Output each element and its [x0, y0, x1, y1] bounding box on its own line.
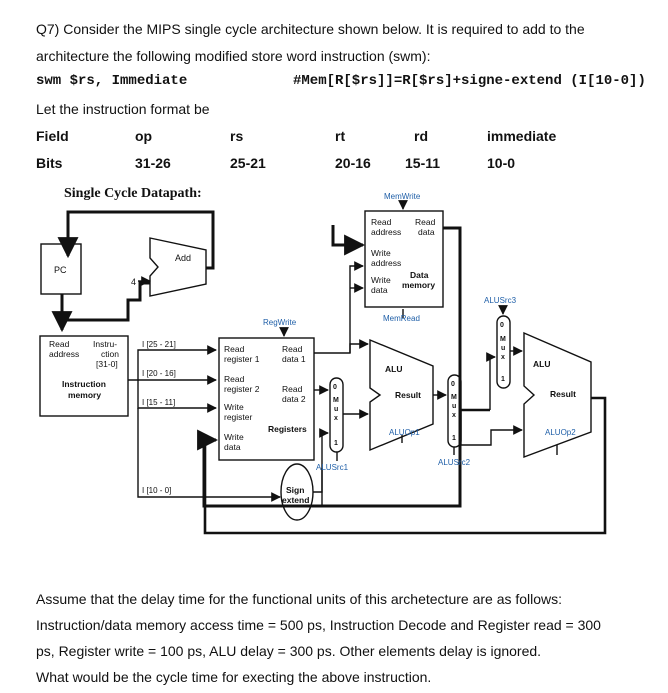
memread-label: MemRead: [383, 314, 420, 323]
mux1-zero: 0: [333, 384, 337, 391]
alu1-result-label: Result: [395, 390, 421, 400]
mux2-x: x: [452, 412, 456, 419]
imem-title-2: memory: [68, 390, 101, 400]
imem-address-label: address: [49, 349, 79, 359]
alusrc1-label: ALUSrc1: [316, 463, 349, 472]
format-bits-op: 31-26: [135, 155, 171, 171]
mux-alusrc3: [496, 315, 511, 389]
aluop2-label: ALUOp2: [545, 428, 576, 437]
imem-instr-2: ction: [101, 349, 119, 359]
dmem-rd-2: data: [418, 227, 435, 237]
assumption-line-3: ps, Register write = 100 ps, ALU delay =…: [36, 643, 542, 659]
alu2-result-label: Result: [550, 389, 576, 399]
alu1-label: ALU: [385, 364, 402, 374]
format-row-label-field: Field: [36, 128, 69, 144]
field-label-15-11: I [15 - 11]: [142, 398, 175, 407]
sign-label-b: extend: [282, 495, 309, 505]
registers-title: Registers: [268, 424, 307, 434]
mux2-zero: 0: [451, 381, 455, 388]
imem-instr-3: [31-0]: [96, 359, 118, 369]
assumption-line-1: Assume that the delay time for the funct…: [36, 591, 563, 607]
imem-instr-1: Instru-: [93, 339, 117, 349]
reg-wd-b: data: [224, 442, 241, 452]
format-bits-rd: 15-11: [405, 155, 441, 171]
field-label-25-21: I [25 - 21]: [142, 340, 176, 349]
format-field-rt: rt: [335, 128, 346, 144]
dmem-wa-1: Write: [371, 248, 391, 258]
reg-rd2-b: data 2: [282, 394, 306, 404]
reg-rr1-b: register 1: [224, 354, 260, 364]
format-field-immediate: immediate: [487, 128, 557, 144]
mux1-m: M: [333, 397, 339, 404]
alu-2: [523, 331, 592, 459]
dmem-wd-2: data: [371, 285, 388, 295]
field-label-10-0: I [10 - 0]: [142, 486, 171, 495]
mux3-zero: 0: [500, 322, 504, 329]
format-intro: Let the instruction format be: [36, 101, 210, 117]
mux1-one: 1: [334, 440, 338, 447]
alu2-label: ALU: [533, 359, 550, 369]
instruction-memory: [39, 335, 129, 417]
dmem-title-2: memory: [402, 280, 435, 290]
memwrite-label: MemWrite: [384, 192, 421, 201]
reg-wr-b: register: [224, 412, 253, 422]
aluop1-label: ALUOp1: [389, 428, 420, 437]
dmem-rd-1: Read: [415, 217, 436, 227]
reg-rd2-a: Read: [282, 384, 303, 394]
pc-adder: [149, 237, 207, 297]
sign-label-a: Sign: [286, 485, 304, 495]
mux2-one: 1: [452, 435, 456, 442]
imem-title-1: Instruction: [62, 379, 106, 389]
pc-label: PC: [54, 265, 67, 275]
instruction-semantics: #Mem[R[$rs]]=R[$rs]+signe-extend (I[10-0…: [293, 73, 646, 89]
four-label: 4: [131, 277, 136, 287]
mux2-m: M: [451, 394, 457, 401]
assumption-line-4: What would be the cycle time for exectin…: [36, 669, 432, 685]
dmem-ra-2: address: [371, 227, 401, 237]
alusrc2-label: ALUSrc2: [438, 458, 471, 467]
data-memory: [364, 210, 444, 308]
format-field-op: op: [135, 128, 153, 144]
reg-wr-a: Write: [224, 402, 244, 412]
alu-1: [369, 338, 434, 452]
reg-rr1-a: Read: [224, 344, 245, 354]
mux3-m: M: [500, 336, 506, 343]
mux3-one: 1: [501, 376, 505, 383]
imem-read-label: Read: [49, 339, 70, 349]
format-field-rd: rd: [414, 128, 428, 144]
format-bits-rt: 20-16: [335, 155, 371, 171]
diagram-caption: Single Cycle Datapath:: [64, 186, 202, 201]
reg-rd1-b: data 1: [282, 354, 306, 364]
regwrite-label: RegWrite: [263, 318, 297, 327]
mux2-u: u: [452, 403, 456, 410]
instruction-syntax: swm $rs, Immediate: [36, 73, 188, 89]
reg-rr2-a: Read: [224, 374, 245, 384]
mux3-u: u: [501, 345, 505, 352]
field-label-20-16: I [20 - 16]: [142, 369, 176, 378]
dmem-wd-1: Write: [371, 275, 391, 285]
format-bits-immediate: 10-0: [487, 155, 516, 171]
dmem-ra-1: Read: [371, 217, 392, 227]
reg-wd-a: Write: [224, 432, 244, 442]
mux1-u: u: [334, 406, 338, 413]
format-row-label-bits: Bits: [36, 155, 63, 171]
add-label: Add: [175, 253, 191, 263]
question-line-1: Q7) Consider the MIPS single cycle archi…: [36, 21, 585, 37]
dmem-title-1: Data: [410, 270, 429, 280]
dmem-wa-2: address: [371, 258, 401, 268]
reg-rd1-a: Read: [282, 344, 303, 354]
mux1-x: x: [334, 415, 338, 422]
register-file: [218, 337, 315, 461]
mux3-x: x: [501, 354, 505, 361]
format-field-rs: rs: [230, 128, 244, 144]
alusrc3-label: ALUSrc3: [484, 296, 517, 305]
format-bits-rs: 25-21: [230, 155, 266, 171]
reg-rr2-b: register 2: [224, 384, 260, 394]
assumption-line-2: Instruction/data memory access time = 50…: [36, 617, 601, 633]
question-line-2: architecture the following modified stor…: [36, 48, 431, 64]
